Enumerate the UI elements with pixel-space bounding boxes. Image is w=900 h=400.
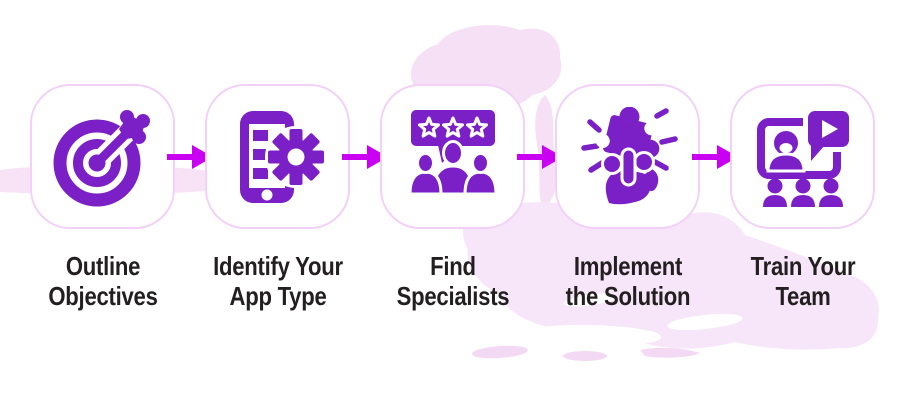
step-card-2 (205, 84, 350, 229)
step-identify-app-type: Identify Your App Type (205, 84, 350, 311)
phone-gear-icon (239, 110, 327, 203)
flow-arrow-2 (342, 84, 388, 229)
step-label-3: Find Specialists (368, 251, 538, 311)
step-train-your-team: Train Your Team (730, 84, 875, 311)
step-label-1: Outline Objectives (18, 251, 188, 311)
flow-arrow-1 (167, 84, 213, 229)
video-training-icon (756, 106, 853, 207)
step-label-5: Train Your Team (718, 251, 888, 311)
label-line: Find (429, 251, 476, 281)
label-line: Implement (573, 251, 682, 281)
blob-texture (667, 313, 743, 331)
blob-fragment (563, 351, 607, 361)
right-arrow-icon (517, 144, 563, 169)
label-line: Identify Your (212, 251, 343, 281)
step-implement-solution: Implement the Solution (555, 84, 700, 311)
blob-fragment (472, 345, 528, 359)
label-line: App Type (228, 281, 327, 311)
step-card-1 (30, 84, 175, 229)
step-find-specialists: Find Specialists (380, 84, 525, 311)
label-line: Train Your (750, 251, 855, 281)
right-arrow-icon (692, 144, 738, 169)
flow-arrow-4 (692, 84, 738, 229)
step-label-4: Implement the Solution (543, 251, 713, 311)
blob-fragment (640, 347, 700, 358)
target-dart-icon (53, 109, 150, 206)
process-flow: Outline Objectives (30, 84, 875, 311)
step-card-4 (555, 84, 700, 229)
puzzle-hand-icon (580, 106, 678, 204)
label-line: Team (774, 281, 831, 311)
step-label-2: Identify Your App Type (193, 251, 363, 311)
right-arrow-icon (342, 144, 388, 169)
label-line: Objectives (47, 281, 158, 311)
right-arrow-icon (167, 144, 213, 169)
step-outline-objectives: Outline Objectives (30, 84, 175, 311)
label-line: the Solution (565, 281, 690, 311)
background-blob-main (462, 202, 879, 350)
label-line: Specialists (396, 281, 509, 311)
step-card-3 (380, 84, 525, 229)
flow-arrow-3 (517, 84, 563, 229)
blob-texture (564, 293, 616, 307)
label-line: Outline (65, 251, 140, 281)
step-card-5 (730, 84, 875, 229)
team-rating-icon (407, 109, 498, 195)
blob-texture (514, 324, 662, 346)
